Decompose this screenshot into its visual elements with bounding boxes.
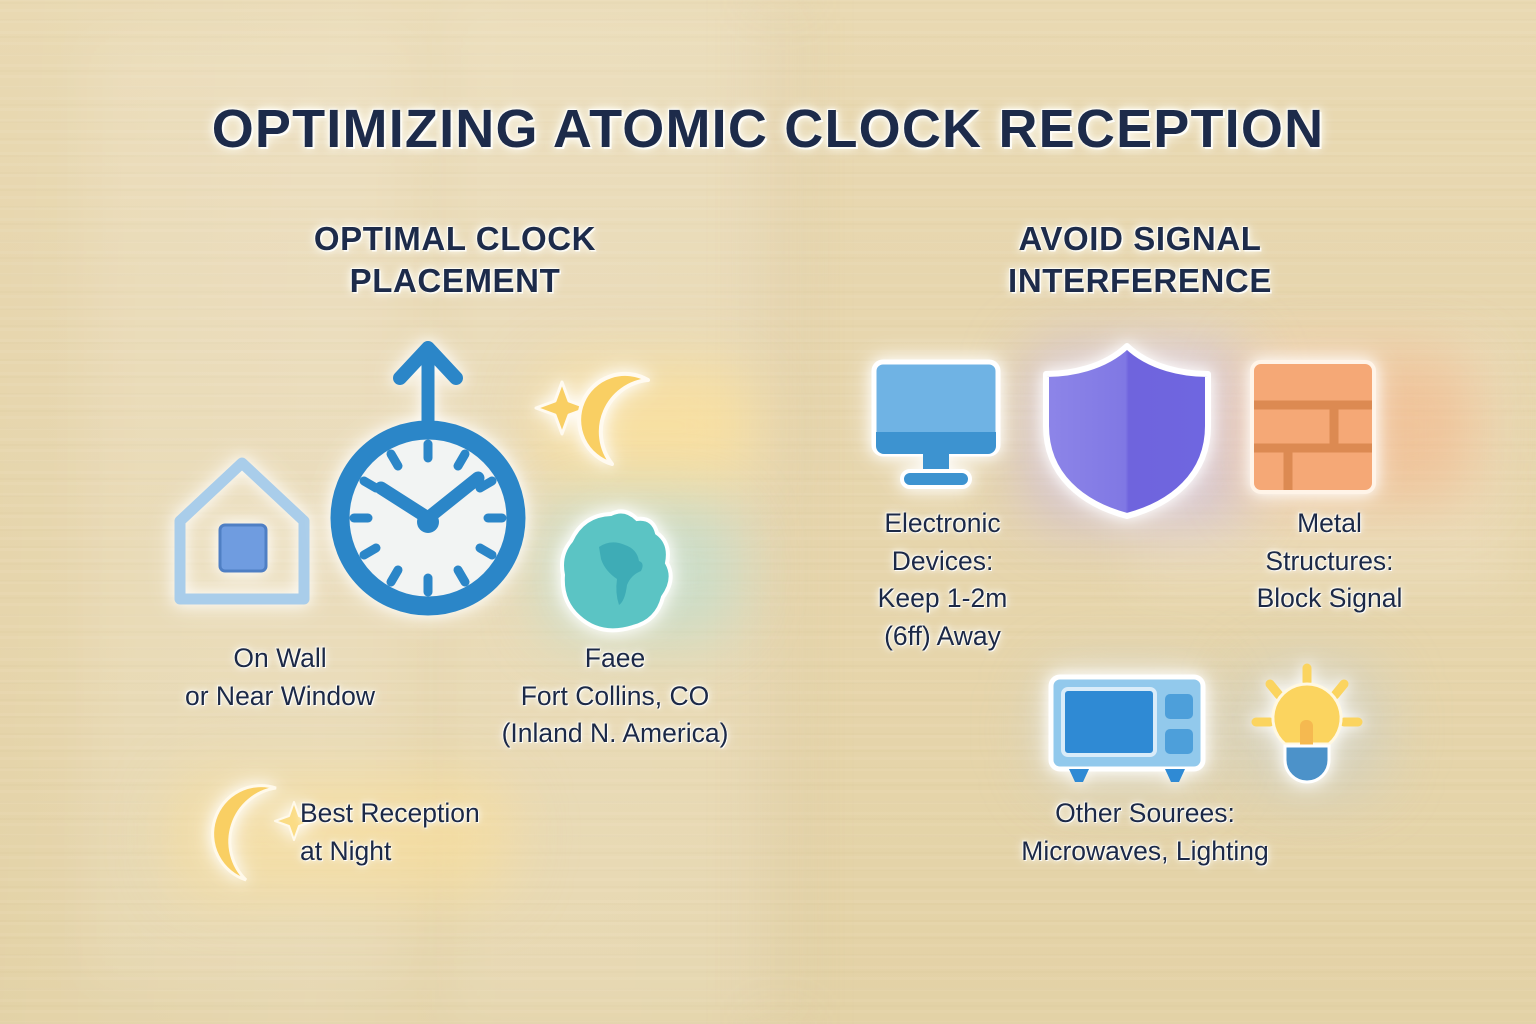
caption-best-reception: Best Reception at Night [300, 798, 480, 866]
section-heading-line-2: INTERFERENCE [1008, 261, 1272, 299]
caption-face-location: Faee Fort Collins, CO (Inland N. America… [501, 643, 729, 749]
caption-metal-structures: Metal Structures: Block Signal [1256, 508, 1403, 614]
monitor-icon [866, 352, 1006, 492]
shield-icon [1032, 340, 1222, 520]
section-heading-optimal-placement: OPTIMAL CLOCK PLACEMENT [210, 218, 700, 302]
moon-icon [530, 366, 700, 486]
section-heading-line-2: PLACEMENT [349, 261, 561, 299]
section-heading-line-1: OPTIMAL CLOCK [313, 220, 597, 257]
section-heading-line-1: AVOID SIGNAL [1018, 220, 1262, 257]
caption-electronic-devices: Electronic Devices: Keep 1-2m (6ff) Away [877, 508, 1008, 651]
clock-icon [303, 336, 553, 626]
map-icon [545, 505, 705, 640]
house-icon [168, 443, 316, 613]
caption-other-sources: Other Sourees: Microwaves, Lighting [1021, 798, 1269, 866]
brick-wall-icon [1248, 358, 1378, 496]
page-title: OPTIMIZING ATOMIC CLOCK RECEPTION [211, 99, 1325, 159]
section-heading-avoid-interference: AVOID SIGNAL INTERFERENCE [905, 218, 1375, 302]
microwave-icon [1045, 672, 1210, 787]
caption-on-wall: On Wall or Near Window [185, 643, 375, 711]
moon-large-icon [182, 776, 317, 896]
lightbulb-icon [1248, 662, 1366, 790]
